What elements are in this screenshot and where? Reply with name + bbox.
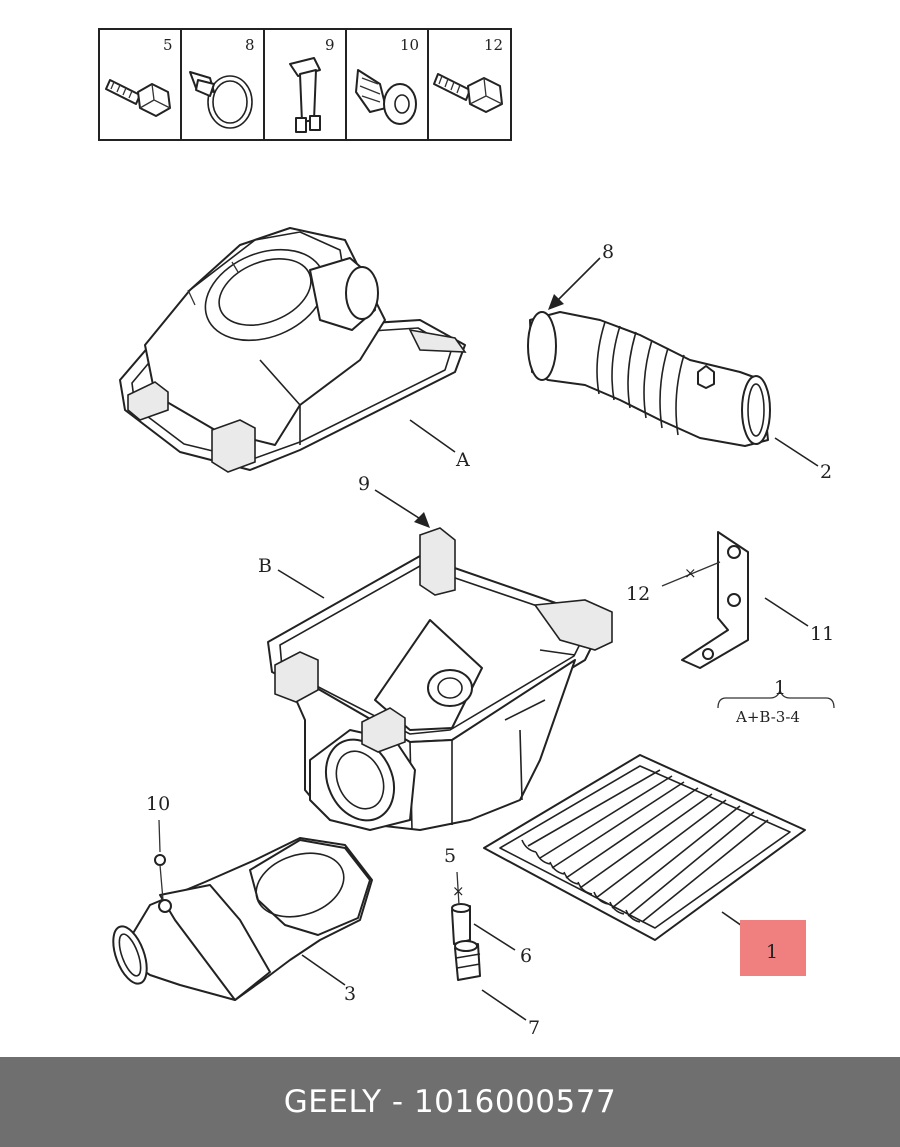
air-cleaner-housing (267, 527, 613, 831)
fastener-legend-table: 5 8 9 10 12 (98, 28, 512, 141)
legend-label-8: 8 (245, 36, 255, 54)
rivet-10-icon (154, 854, 166, 866)
svg-text:×: × (684, 564, 697, 582)
push-rivet-icon (355, 69, 417, 125)
callout-12: 12 (626, 583, 650, 605)
legend-label-10: 10 (400, 36, 419, 54)
callout-3: 3 (344, 983, 356, 1005)
sleeve-6 (451, 903, 471, 945)
callout-2: 2 (820, 461, 832, 483)
legend-label-5: 5 (163, 36, 173, 54)
callout-7: 7 (528, 1017, 540, 1039)
callout-assembly-formula: A+B-3-4 (735, 708, 800, 726)
resonator-duct (112, 837, 373, 1001)
rivet-10-line (158, 819, 161, 853)
air-cleaner-cover (119, 227, 467, 473)
grommet-7 (454, 940, 481, 981)
svg-text:×: × (452, 882, 465, 900)
callout-5: 5 (444, 845, 456, 867)
part-number-caption: GEELY - 1016000577 (283, 1084, 617, 1120)
highlight-box (740, 920, 806, 976)
callout-8: 8 (602, 241, 614, 263)
footer-bar: GEELY - 1016000577 (0, 1057, 900, 1147)
callout-1-highlighted: 1 (766, 941, 778, 963)
legend-label-12: 12 (484, 36, 503, 54)
filter-element (483, 754, 806, 941)
callout-assembly-number: 1 (774, 677, 786, 699)
callout-B: B (258, 555, 272, 577)
callout-6: 6 (520, 945, 532, 967)
callout-A: A (455, 449, 470, 471)
bolt-5-line (456, 871, 460, 906)
callout-9: 9 (358, 473, 370, 495)
bolt-icon (105, 79, 171, 117)
clip-icon (289, 57, 321, 133)
mounting-bracket (681, 531, 749, 669)
bolt-icon-12 (433, 73, 503, 113)
hose-clamp-icon (189, 71, 253, 129)
bolt-12-line (661, 561, 721, 587)
callout-11: 11 (810, 623, 834, 645)
legend-label-9: 9 (325, 36, 335, 54)
exploded-parts-diagram: 5 8 9 10 12 (98, 28, 835, 1039)
callout-10: 10 (146, 793, 170, 815)
intake-hose (527, 311, 771, 447)
